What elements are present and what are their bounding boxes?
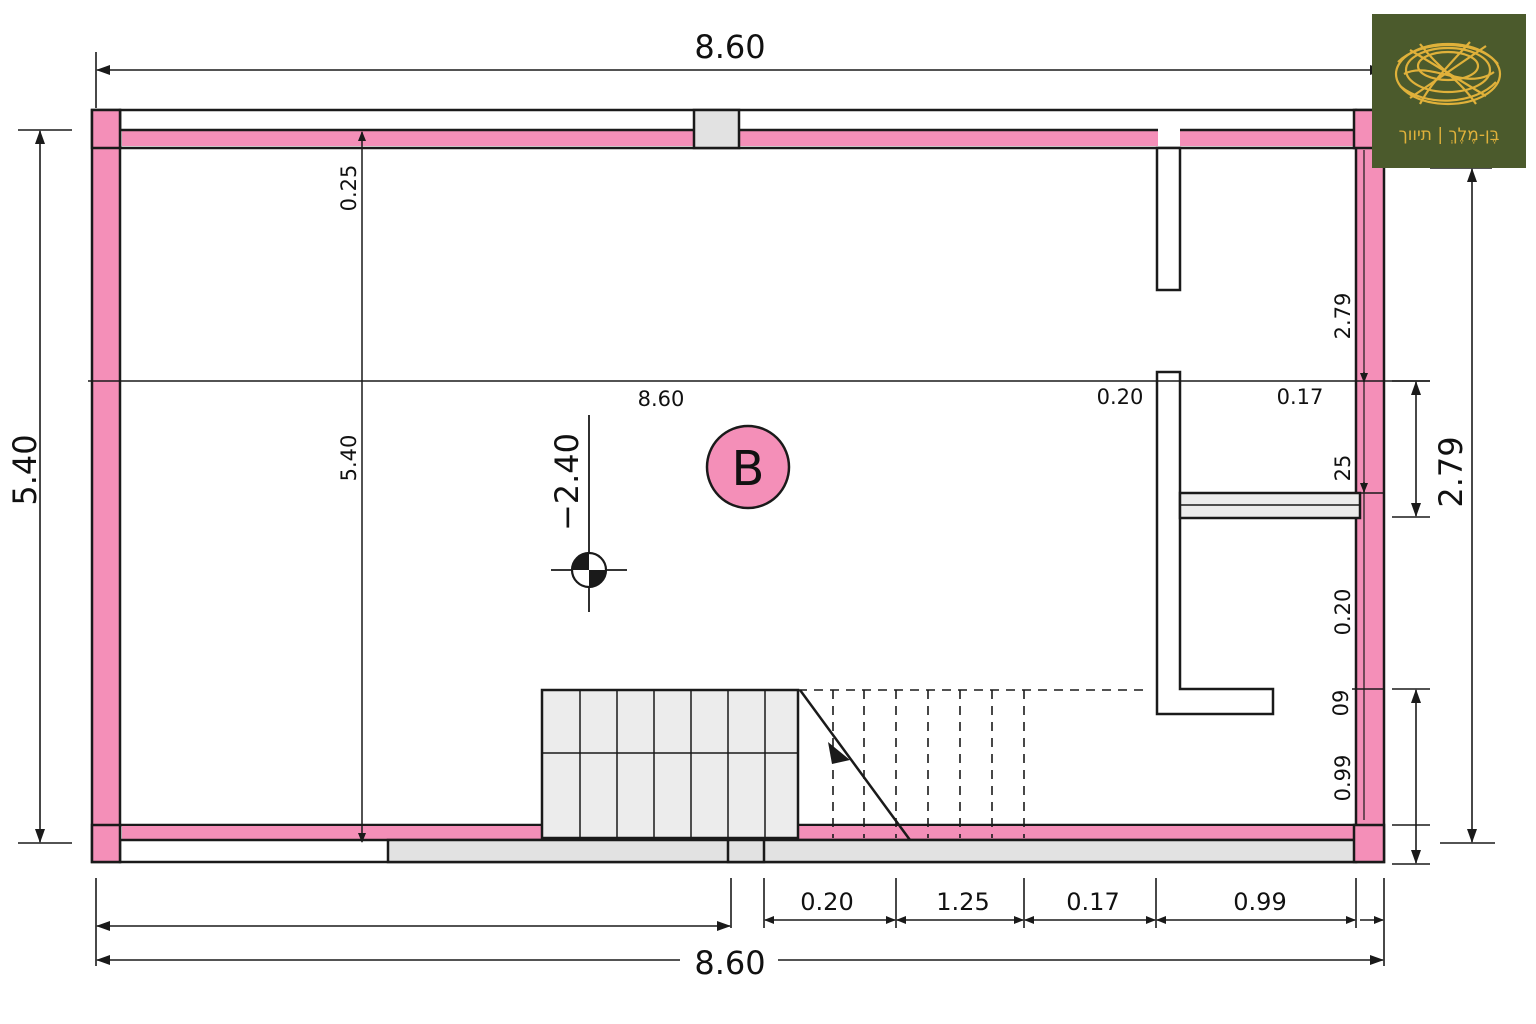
- nest-icon: [1394, 41, 1502, 106]
- stair-block: [540, 688, 800, 840]
- divider-upper: [1155, 146, 1182, 292]
- dim-left-height: 5.40: [6, 434, 44, 505]
- level-value: −2.40: [548, 433, 586, 531]
- brand-logo: בֶּן-מֶלֶךְ | תיווך: [1372, 14, 1526, 168]
- bottom-slab: [386, 838, 1358, 864]
- outer-walls: [90, 108, 1386, 864]
- stair-diagonal: [798, 689, 912, 841]
- interior-walls: [1155, 146, 1362, 716]
- dim-inner-height: 5.40: [337, 435, 361, 482]
- right-wall: [1354, 108, 1386, 864]
- dim-right-020: 0.20: [1331, 589, 1355, 636]
- top-column: [692, 108, 741, 150]
- bottom-column: [726, 838, 766, 864]
- stairs: [540, 688, 1150, 841]
- level-marker-icon: [551, 415, 627, 612]
- dim-right-upper: 2.79: [1331, 293, 1355, 340]
- logo-text: בֶּן-מֶלֶךְ | תיווך: [1399, 125, 1500, 145]
- dim-top-width: 8.60: [694, 28, 765, 66]
- dim-bottom-seg-2: 1.25: [936, 888, 989, 916]
- room-label-badge: B: [705, 424, 791, 510]
- dim-mid-020: 0.20: [1097, 385, 1144, 409]
- stair-arrow-icon: [828, 742, 850, 764]
- dim-bottom-seg-4: 0.99: [1233, 888, 1286, 916]
- dim-bottom-width: 8.60: [694, 944, 765, 982]
- dim-bottom-seg-3: 0.17: [1066, 888, 1119, 916]
- dim-right-025: 25: [1331, 455, 1355, 482]
- dim-right-099: 0.99: [1331, 755, 1355, 802]
- dim-right-09: 09: [1329, 690, 1353, 717]
- left-wall: [90, 108, 122, 864]
- divider-lower-l: [1155, 370, 1275, 716]
- interior-dims: [88, 131, 1430, 843]
- dim-mid-017: 0.17: [1277, 385, 1324, 409]
- dim-right-height: 2.79: [1432, 436, 1470, 507]
- room-label: B: [732, 441, 765, 497]
- dim-bottom-seg-1: 0.20: [800, 888, 853, 916]
- dim-inner-width: 8.60: [638, 387, 685, 411]
- dim-inner-top-offset: 0.25: [337, 165, 361, 212]
